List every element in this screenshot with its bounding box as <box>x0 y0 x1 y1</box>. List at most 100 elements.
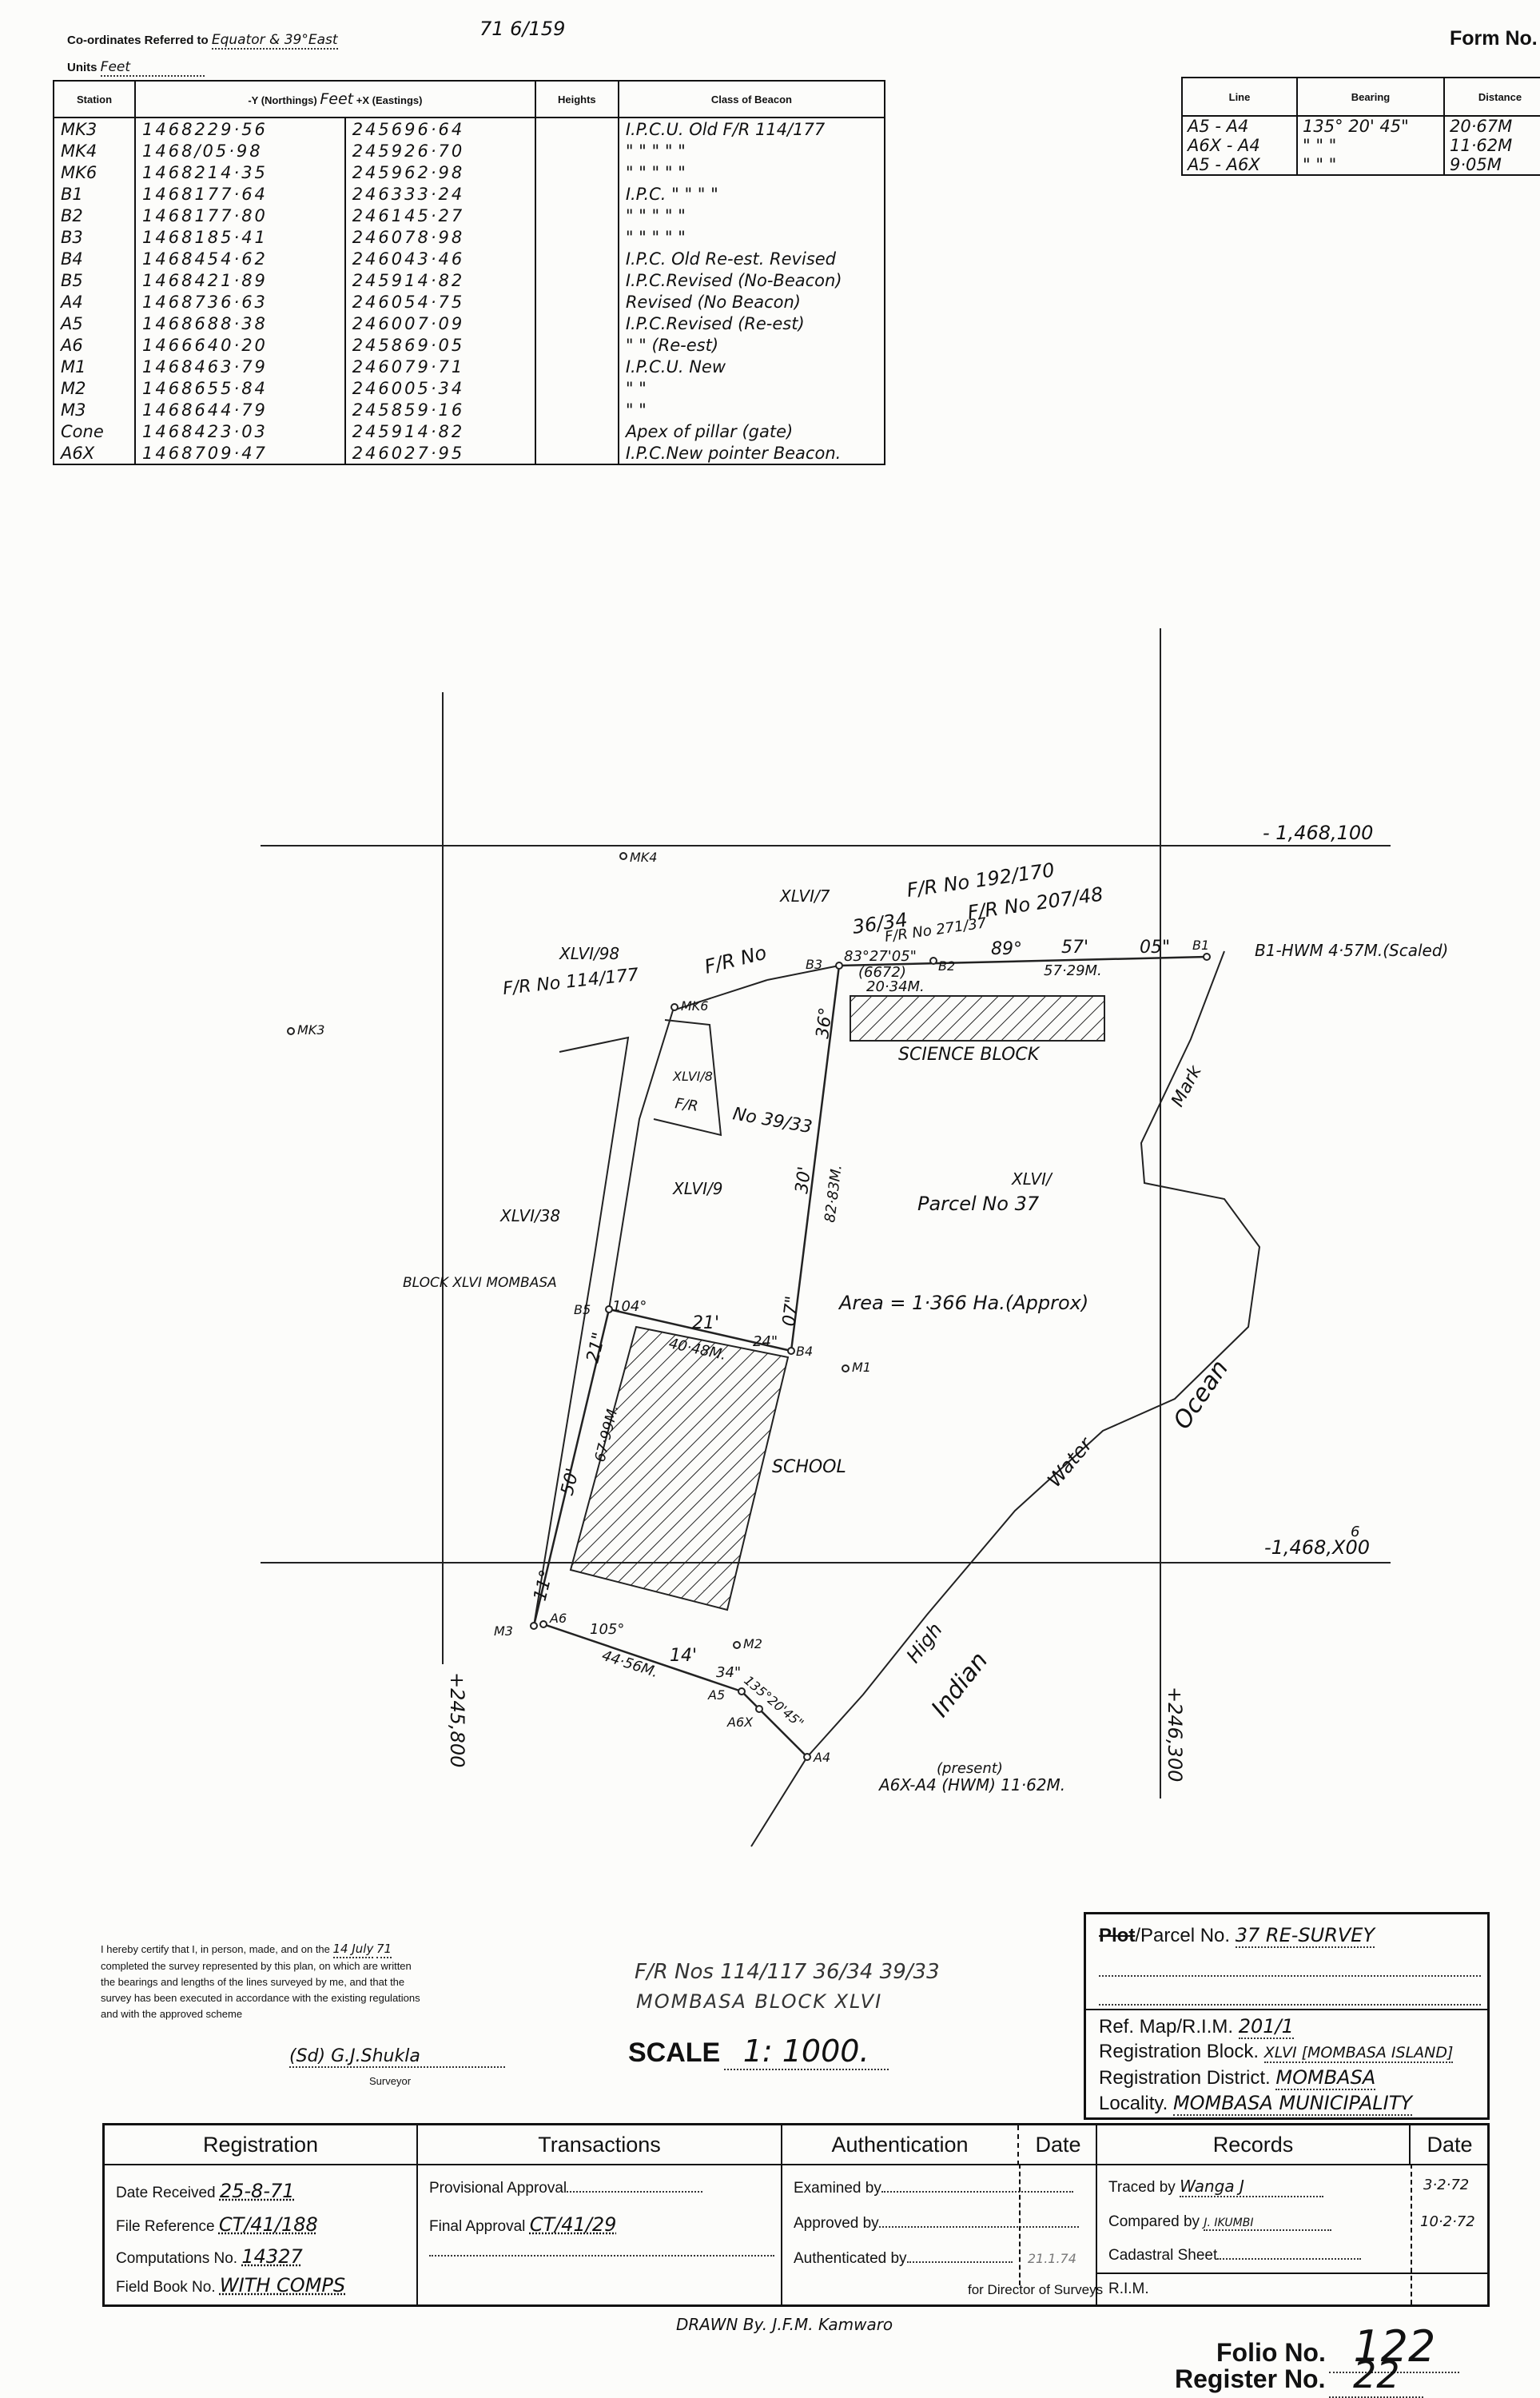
cell-line: A5 - A4 <box>1181 116 1298 136</box>
units-value: Feet <box>100 59 205 77</box>
beacon-m1 <box>842 1364 850 1372</box>
label-b5b4-deg: 104° <box>612 1298 647 1315</box>
cell-station: MK6 <box>53 161 136 183</box>
approved-label: Approved by <box>794 2215 879 2232</box>
field-book-value: WITH COMPS <box>219 2274 346 2296</box>
label-b5b4-min: 21' <box>692 1313 719 1333</box>
col-eastings: +X (Eastings) <box>356 94 423 106</box>
label-b2b1-min: 57' <box>1061 938 1088 958</box>
cell-height <box>534 399 619 420</box>
station-a4: A4 <box>813 1750 830 1765</box>
lane-outer-edge <box>533 1036 630 1627</box>
cell-northing: 1468/05·98 <box>134 140 346 161</box>
parcel-blank-row-2 <box>1099 1982 1481 2006</box>
parcel-label: /Parcel No. <box>1135 1925 1231 1946</box>
cell-height <box>534 161 619 183</box>
label-dist-2034: 20·34M. <box>866 978 925 995</box>
label-grid-n2-note: 6 <box>1351 1524 1359 1540</box>
traced-date: 3·2·72 <box>1423 2177 1470 2193</box>
cell-northing: 1468421·89 <box>134 269 346 291</box>
label-xlvi-98: XLVI/98 <box>559 944 619 963</box>
folio-label: Folio No. <box>1216 2338 1326 2367</box>
beacon-m3 <box>530 1622 538 1630</box>
field-book-row: Field Book No. WITH COMPS <box>116 2274 410 2296</box>
col-line: Line <box>1181 77 1298 117</box>
cell-bearing: " " " <box>1296 136 1445 155</box>
cell-easting: 245914·82 <box>344 420 536 442</box>
ref-map-label: Ref. Map/R.I.M. <box>1099 2016 1234 2038</box>
ref-map-row: Ref. Map/R.I.M. 201/1 <box>1099 2015 1481 2039</box>
cell-bearing: 135° 20' 45" <box>1296 116 1445 136</box>
label-xlvi-8: XLVI/8 <box>672 1069 713 1084</box>
folio-value: 122 <box>1329 2321 1460 2373</box>
station-mk6: MK6 <box>681 998 708 1014</box>
parcel-info-box: Plot/Parcel No. 37 RE-SURVEY Ref. Map/R.… <box>1084 1912 1490 2120</box>
cell-distance: 20·67M <box>1443 116 1540 136</box>
cell-northing: 1468454·62 <box>134 248 346 269</box>
cell-class: " " " " " <box>617 140 886 161</box>
compared-value: J. IKUMBI <box>1204 2217 1332 2231</box>
label-area: Area = 1·366 Ha.(Approx) <box>838 1292 1088 1314</box>
cert-date-year: 71 <box>376 1941 392 1958</box>
director-label: for Director of Surveys <box>968 2282 1104 2297</box>
reg-block-value: XLVI [MOMBASA ISLAND] <box>1263 2044 1454 2063</box>
cell-height <box>534 313 619 334</box>
cell-class: " " <box>617 377 886 399</box>
school-building <box>569 1325 790 1611</box>
file-ref-handwritten: 71 6/159 <box>480 18 566 40</box>
cell-height <box>534 291 619 313</box>
cell-station: M1 <box>53 356 136 377</box>
final-approval-value: CT/41/29 <box>529 2213 617 2236</box>
station-m1: M1 <box>852 1360 871 1375</box>
parcel-blank-row-1 <box>1099 1953 1481 1977</box>
cell-height <box>534 118 619 140</box>
examined-row: Examined by <box>794 2180 1089 2197</box>
label-grid-n2: -1,468,X00 <box>1264 1536 1370 1559</box>
date-received-value: 25-8-71 <box>219 2180 295 2202</box>
surveyor-certificate: I hereby certify that I, in person, made… <box>101 1941 548 2022</box>
cell-easting: 246333·24 <box>344 183 536 205</box>
beacon-mk4 <box>619 852 627 860</box>
authentication-title: Authentication <box>782 2125 1019 2165</box>
cell-easting: 245926·70 <box>344 140 536 161</box>
beacon-m2 <box>733 1641 741 1649</box>
approved-row: Approved by <box>794 2215 1089 2233</box>
label-fr-no: F/R No <box>702 942 769 978</box>
cell-station: B2 <box>53 205 136 226</box>
block-note: MOMBASA BLOCK XLVI <box>636 1990 883 2013</box>
cell-northing: 1468644·79 <box>134 399 346 420</box>
cell-easting: 246027·95 <box>344 442 536 464</box>
cert-date-day: 14 July <box>332 1941 374 1958</box>
label-grid-e2: +246,300 <box>1164 1687 1186 1782</box>
cell-class: I.P.C.New pointer Beacon. <box>617 442 886 464</box>
station-m2: M2 <box>743 1636 762 1651</box>
col-distance: Distance <box>1443 77 1540 117</box>
parcel-row: Plot/Parcel No. 37 RE-SURVEY <box>1099 1924 1481 1948</box>
records-date-title: Date <box>1412 2125 1487 2165</box>
cell-northing: 1468177·64 <box>134 183 346 205</box>
folio-line: Folio No. 122 <box>1216 2321 1460 2373</box>
authentication-column: Authentication Date Examined by Approved… <box>782 2125 1104 2304</box>
label-xlvi-9: XLVI/9 <box>672 1179 722 1198</box>
cell-station: A5 <box>53 313 136 334</box>
label-m3b5-deg: 11° <box>531 1568 558 1603</box>
cell-class: I.P.C.U. Old F/R 114/177 <box>617 118 886 140</box>
cell-northing: 1468229·56 <box>134 118 346 140</box>
computations-row: Computations No. 14327 <box>116 2245 410 2268</box>
cell-station: B4 <box>53 248 136 269</box>
cell-height <box>534 334 619 356</box>
label-parcel: Parcel No 37 <box>917 1193 1040 1215</box>
cell-station: A4 <box>53 291 136 313</box>
ref-map-value: 201/1 <box>1238 2015 1294 2039</box>
coord-value: Equator & 39°East <box>211 32 338 50</box>
label-xlvi-7: XLVI/7 <box>779 886 830 906</box>
provisional-approval-label: Provisional Approval <box>429 2180 567 2197</box>
file-reference-value: CT/41/188 <box>218 2213 318 2236</box>
